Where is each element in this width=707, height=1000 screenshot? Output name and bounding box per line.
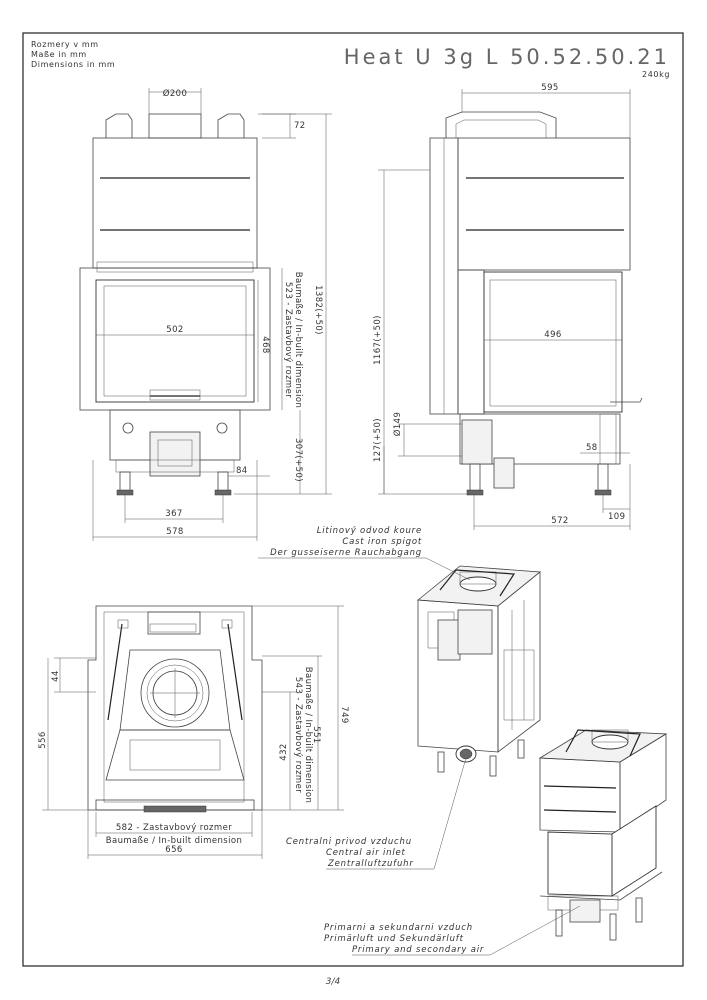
side-handle xyxy=(445,111,557,138)
callout-central-air: Centralni privod vzduchu Central air inl… xyxy=(286,757,467,870)
dim-side-depth-top: 595 xyxy=(541,83,558,93)
side-view: 595 496 1167(+50) Ø149 127(+50) 58 572 1… xyxy=(373,83,643,530)
callout-spigot: Litinový odvod koure Cast iron spigot De… xyxy=(258,526,471,581)
sheet-frame xyxy=(22,32,684,967)
dim-plan-built-in-width-2: Baumaße / In-built dimension xyxy=(106,836,243,846)
units-note: Rozmery v mm Maße in mm Dimensions in mm xyxy=(31,40,115,69)
iso-front-glass xyxy=(547,831,613,897)
iso-front-upper xyxy=(539,757,621,833)
dim-side-foot-offset: 58 xyxy=(586,443,598,453)
iso-view-rear xyxy=(416,565,542,777)
dim-front-foot-offset: 84 xyxy=(236,466,248,476)
dim-front-glass-width: 502 xyxy=(166,325,183,335)
iso-view-front xyxy=(538,729,668,941)
front-spigot xyxy=(148,113,202,139)
iso-rear-body-side xyxy=(497,571,541,753)
units-line-en: Dimensions in mm xyxy=(31,60,115,69)
callout-spigot-en: Cast iron spigot xyxy=(342,537,422,547)
callout-central-air-cz: Centralni privod vzduchu xyxy=(286,837,412,847)
model-weight: 240kg xyxy=(642,70,670,79)
side-foot-front xyxy=(597,463,609,495)
side-base xyxy=(459,413,621,465)
front-view: Ø200 72 502 468 523 - Zastavbový rozmer … xyxy=(79,88,332,541)
dim-glass-height: 468 xyxy=(260,336,270,353)
callout-primary-air: Primarni a sekundarni vzduch Primärluft … xyxy=(324,905,581,956)
callout-central-air-en: Central air inlet xyxy=(326,848,406,858)
callout-spigot-de: Der gusseiserne Rauchabgang xyxy=(270,548,422,558)
front-handle-right xyxy=(217,113,245,138)
side-upper-body xyxy=(457,137,631,271)
callout-spigot-cz: Litinový odvod koure xyxy=(317,526,422,536)
dim-plan-built-in-label: 543 - Zastavbový rozmer xyxy=(293,677,303,793)
front-handle-left xyxy=(105,113,133,138)
dim-built-in-height: 523 - Zastavbový rozmer xyxy=(283,282,293,398)
dim-plan-overall-depth: 749 xyxy=(339,706,349,723)
dim-plan-left-depth: 556 xyxy=(38,731,48,748)
plan-view: 44 556 432 543 - Zastavbový rozmer Bauma… xyxy=(38,605,349,859)
plan-spigot-outer xyxy=(140,658,210,728)
dim-plan-built-in-label-2: Baumaße / In-built dimension xyxy=(303,667,313,804)
dim-built-in-depth: 432 xyxy=(279,743,289,760)
dim-plan-overall-width: 656 xyxy=(165,845,182,855)
plan-top-plate xyxy=(147,611,201,635)
side-air-inlet xyxy=(461,419,493,465)
dim-side-glass-width: 496 xyxy=(544,330,561,340)
callout-central-air-de: Zentralluftzufuhr xyxy=(327,859,414,869)
dim-base-height: 307(+50) xyxy=(293,438,303,482)
dim-feet-span: 367 xyxy=(165,509,182,519)
dim-side-overall-depth: 572 xyxy=(551,516,568,526)
units-line-cz: Rozmery v mm xyxy=(31,40,99,49)
front-upper-body xyxy=(92,137,258,269)
model-title: Heat U 3g L 50.52.50.21 xyxy=(344,45,670,69)
callout-primary-air-en: Primary and secondary air xyxy=(352,945,484,955)
dim-inlet-height: 127(+50) xyxy=(373,418,383,462)
dim-plan-built-in-width: 582 - Zastavbový rozmer xyxy=(116,823,232,833)
dim-front-overall-width: 578 xyxy=(166,527,183,537)
side-glass xyxy=(483,271,623,413)
dim-inlet-diameter: Ø149 xyxy=(392,412,403,437)
front-glass xyxy=(95,279,255,403)
side-foot-rear xyxy=(469,463,481,495)
dim-built-in-height-2: Baumaße / In-built dimension xyxy=(293,272,303,409)
front-air-box xyxy=(149,431,201,477)
callout-primary-air-cz: Primarni a sekundarni vzduch xyxy=(324,923,473,933)
plan-handle-right xyxy=(227,623,243,721)
callout-primary-air-de: Primärluft und Sekundärluft xyxy=(324,934,464,944)
dim-plan-left-offset: 44 xyxy=(51,670,61,682)
dim-overall-height: 1382(+50) xyxy=(313,285,323,335)
dim-spigot-diameter: Ø200 xyxy=(163,88,188,99)
page-number: 3/4 xyxy=(326,977,341,987)
dim-side-overall-height: 1167(+50) xyxy=(373,315,383,365)
plan-handle-left xyxy=(107,623,123,721)
dim-side-foot-depth: 109 xyxy=(608,512,625,522)
units-line-de: Maße in mm xyxy=(31,50,87,59)
dim-plan-built-in-value: 551 xyxy=(311,726,321,743)
dim-top-offset: 72 xyxy=(294,121,306,131)
